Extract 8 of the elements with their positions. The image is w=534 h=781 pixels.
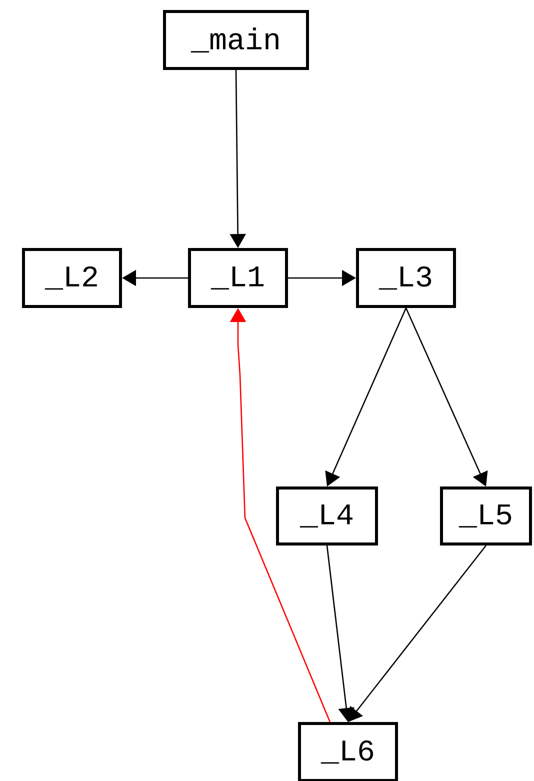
label-box: _main xyxy=(163,10,309,70)
label-box: _L6 xyxy=(298,722,398,781)
label-box: _L5 xyxy=(440,486,532,546)
label-box: _L1 xyxy=(188,248,288,308)
label-box: _L2 xyxy=(22,248,122,308)
label-box: _L4 xyxy=(276,486,378,546)
label-box: _L3 xyxy=(356,248,456,308)
arrow xyxy=(348,545,486,722)
